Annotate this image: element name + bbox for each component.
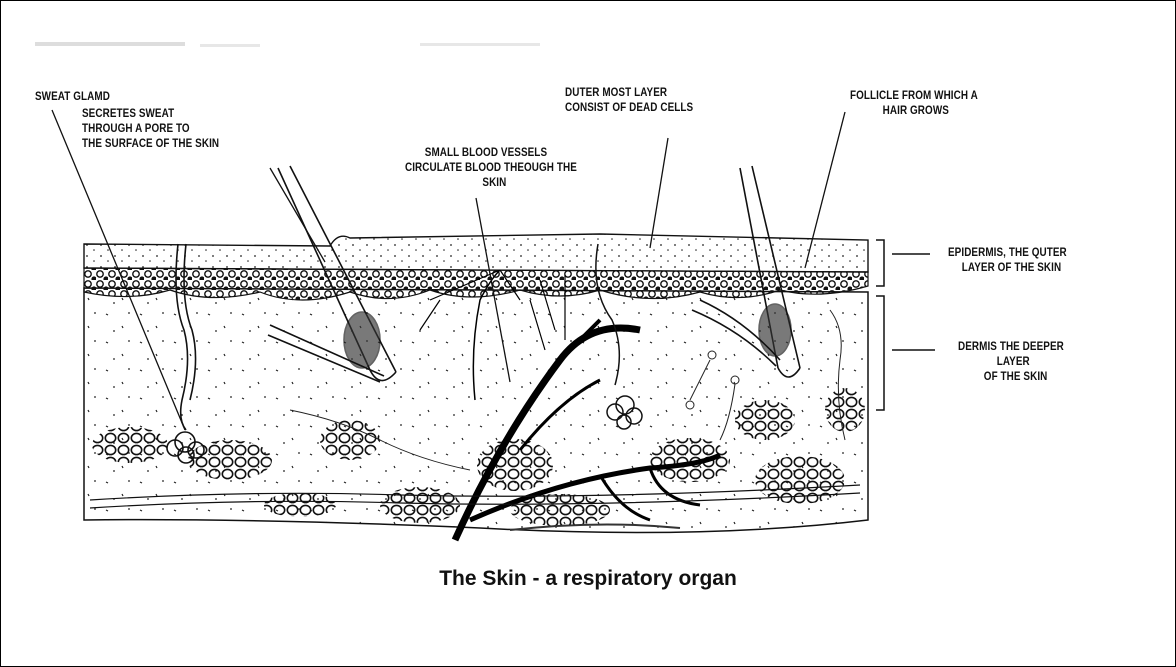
label-line: EPIDERMIS, THE QUTER bbox=[948, 246, 1067, 261]
label-line: FOLLICLE FROM WHICH A bbox=[850, 89, 978, 104]
label-line: CIRCULATE BLOOD THEOUGH THE bbox=[405, 161, 577, 176]
label-line: THE SURFACE OF THE SKIN bbox=[82, 137, 219, 152]
label-line: CONSIST OF DEAD CELLS bbox=[565, 101, 693, 116]
label-line: SMALL BLOOD VESSELS bbox=[405, 146, 577, 161]
label-follicle: FOLLICLE FROM WHICH A HAIR GROWS bbox=[850, 89, 978, 119]
epidermis-layer bbox=[84, 234, 868, 300]
label-line: THROUGH A PORE TO bbox=[82, 122, 219, 137]
layer-brackets bbox=[876, 240, 935, 410]
label-line: DUTER MOST LAYER bbox=[565, 86, 693, 101]
label-line: LAYER bbox=[958, 355, 1064, 370]
label-line: HAIR GROWS bbox=[850, 104, 978, 119]
label-sweat-gland-title: SWEAT GLAMD bbox=[35, 90, 110, 105]
diagram-caption: The Skin - a respiratory organ bbox=[0, 567, 1176, 591]
label-line: DERMIS THE DEEPER bbox=[958, 340, 1064, 355]
label-line: OF THE SKIN bbox=[958, 370, 1064, 385]
label-line: LAYER OF THE SKIN bbox=[948, 261, 1067, 276]
label-sweat-gland-desc: SECRETES SWEAT THROUGH A PORE TO THE SUR… bbox=[82, 107, 219, 152]
label-sweat-gland: SWEAT GLAMD bbox=[35, 90, 110, 105]
label-epidermis: EPIDERMIS, THE QUTER LAYER OF THE SKIN bbox=[948, 246, 1067, 276]
label-blood-vessels: SMALL BLOOD VESSELS CIRCULATE BLOOD THEO… bbox=[405, 146, 577, 191]
scan-artifact bbox=[35, 42, 540, 47]
label-dermis: DERMIS THE DEEPER LAYER OF THE SKIN bbox=[958, 340, 1064, 385]
label-outer-layer: DUTER MOST LAYER CONSIST OF DEAD CELLS bbox=[565, 86, 693, 116]
label-line: SKIN bbox=[405, 176, 577, 191]
label-line: SECRETES SWEAT bbox=[82, 107, 219, 122]
